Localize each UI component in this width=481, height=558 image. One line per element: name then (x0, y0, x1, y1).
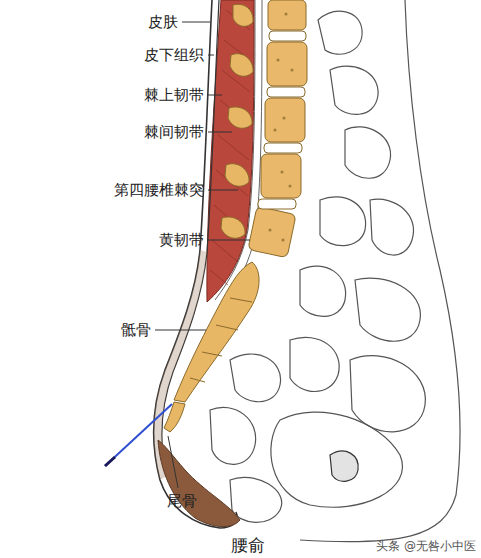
part-label: 棘间韧带 (144, 123, 204, 141)
part-label: 骶骨 (121, 321, 151, 339)
part-label: 第四腰椎棘突 (114, 181, 204, 199)
caption: 腰俞 (231, 535, 265, 555)
watermark: 头条 @无咎小中医 (376, 539, 476, 553)
part-label: 尾骨 (167, 492, 197, 510)
part-label: 皮肤 (148, 13, 178, 31)
part-label: 棘上韧带 (144, 86, 204, 104)
part-label: 黄韧带 (159, 231, 204, 249)
part-label: 皮下组织 (144, 46, 204, 64)
